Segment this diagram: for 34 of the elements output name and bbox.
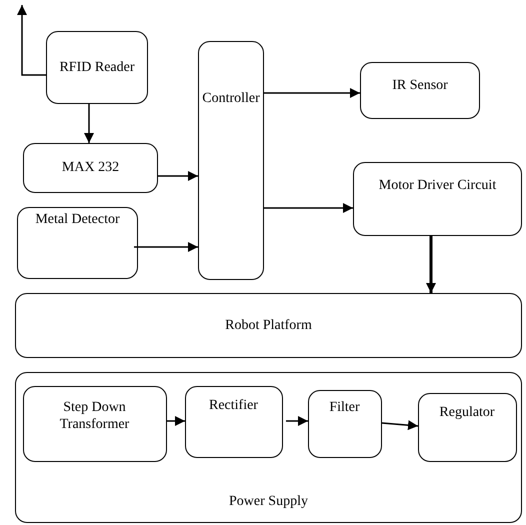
block-label: Regulator: [439, 404, 495, 421]
arrow: [264, 88, 360, 98]
block-box: [353, 162, 522, 236]
block-label: Metal Detector: [35, 211, 120, 228]
arrow: [158, 171, 198, 181]
arrow: [134, 242, 198, 252]
block-label: IR Sensor: [392, 77, 448, 94]
block-label: Controller: [202, 90, 260, 108]
block-label: Robot Platform: [225, 316, 312, 334]
block-label: RFID Reader: [59, 58, 135, 76]
block-label: Step Down Transformer: [58, 398, 130, 434]
arrow: [264, 203, 353, 213]
block-box: [22, 386, 166, 462]
block-label: Filter: [329, 398, 360, 416]
block-box: [418, 392, 516, 462]
arrow: [84, 104, 94, 143]
block-box: [17, 207, 138, 279]
block-box: [15, 372, 522, 523]
arrow: [426, 236, 436, 293]
block-box: [46, 31, 148, 104]
arrow: [382, 420, 418, 430]
block-label: MAX 232: [62, 159, 120, 177]
block-label: Rectifier: [209, 396, 258, 414]
arrow: [17, 5, 46, 76]
arrow: [286, 416, 308, 426]
arrow: [167, 416, 185, 426]
block-box: [360, 62, 480, 119]
block-box: [15, 293, 522, 358]
block-box: [184, 386, 282, 458]
block-box: [198, 41, 264, 280]
block-box: [308, 390, 382, 458]
block-label: Motor Driver Circuit: [378, 177, 496, 194]
block-label: Power Supply: [229, 492, 308, 510]
block-box: [23, 143, 158, 193]
